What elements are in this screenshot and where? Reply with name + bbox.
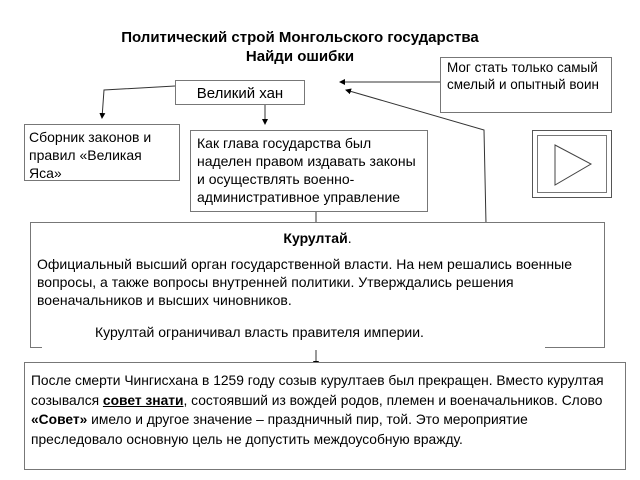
head-of-state-box: Как глава государства был наделен правом… xyxy=(190,130,428,212)
yasa-box: Сборник законов и правил «Великая Яса» xyxy=(24,124,180,181)
warrior-box: Мог стать только самый смелый и опытный … xyxy=(440,57,612,113)
after-text-1: После смерти Чингисхана в 1259 году созы… xyxy=(31,373,604,408)
kurultai-dot: . xyxy=(347,230,352,246)
kurultai-limit: Курултай ограничивал власть правителя им… xyxy=(95,324,424,340)
council-of-nobles: совет знати xyxy=(102,392,184,408)
kurultai-box: Курултай. Официальный высший орган госуд… xyxy=(30,222,605,348)
play-button[interactable] xyxy=(532,130,612,198)
council-word: «Совет» xyxy=(31,412,88,427)
after-text-3: имело и другое значение – праздничный пи… xyxy=(31,412,528,447)
after-text-2: , состоявший из вождей родов, племен и в… xyxy=(183,392,603,408)
page-title: Политический строй Монгольского государс… xyxy=(121,29,479,46)
great-khan-box: Великий хан xyxy=(175,80,305,105)
page-subtitle: Найди ошибки xyxy=(245,48,355,65)
kurultai-title: Курултай xyxy=(283,230,348,246)
kurultai-text: Официальный высший орган государственной… xyxy=(37,256,572,308)
play-icon xyxy=(554,144,593,186)
after-genghis-box: После смерти Чингисхана в 1259 году созы… xyxy=(24,362,626,470)
